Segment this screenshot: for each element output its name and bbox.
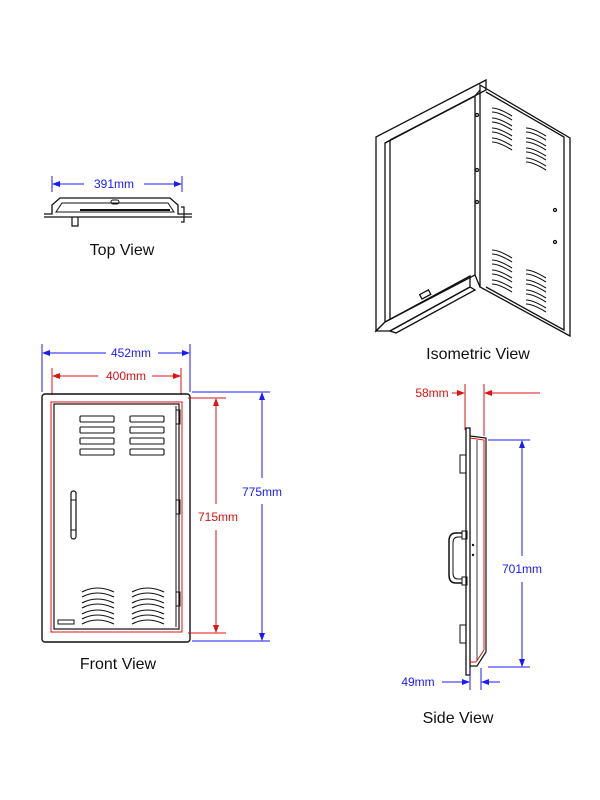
- front-view-label: Front View: [80, 656, 157, 673]
- isometric-louvres: [491, 107, 547, 313]
- front-inner-width-label: 400mm: [106, 369, 146, 383]
- top-view-drawing: 391mm: [44, 176, 192, 227]
- isometric-view-label: Isometric View: [426, 346, 530, 363]
- front-inner-height-label: 715mm: [198, 510, 238, 524]
- isometric-view-drawing: [374, 78, 571, 338]
- front-outer-width-label: 452mm: [111, 346, 151, 360]
- side-depth-top-label: 58mm: [415, 386, 448, 400]
- front-louvres: [79, 415, 165, 625]
- top-view-label: Top View: [90, 242, 155, 259]
- side-depth-bottom-label: 49mm: [401, 675, 434, 689]
- top-width-label: 391mm: [94, 177, 134, 191]
- front-view-drawing: [41, 393, 191, 643]
- side-height-label: 701mm: [502, 562, 542, 576]
- side-view-drawing: [448, 427, 487, 676]
- side-view-label: Side View: [423, 710, 494, 727]
- front-outer-height-label: 775mm: [242, 485, 282, 499]
